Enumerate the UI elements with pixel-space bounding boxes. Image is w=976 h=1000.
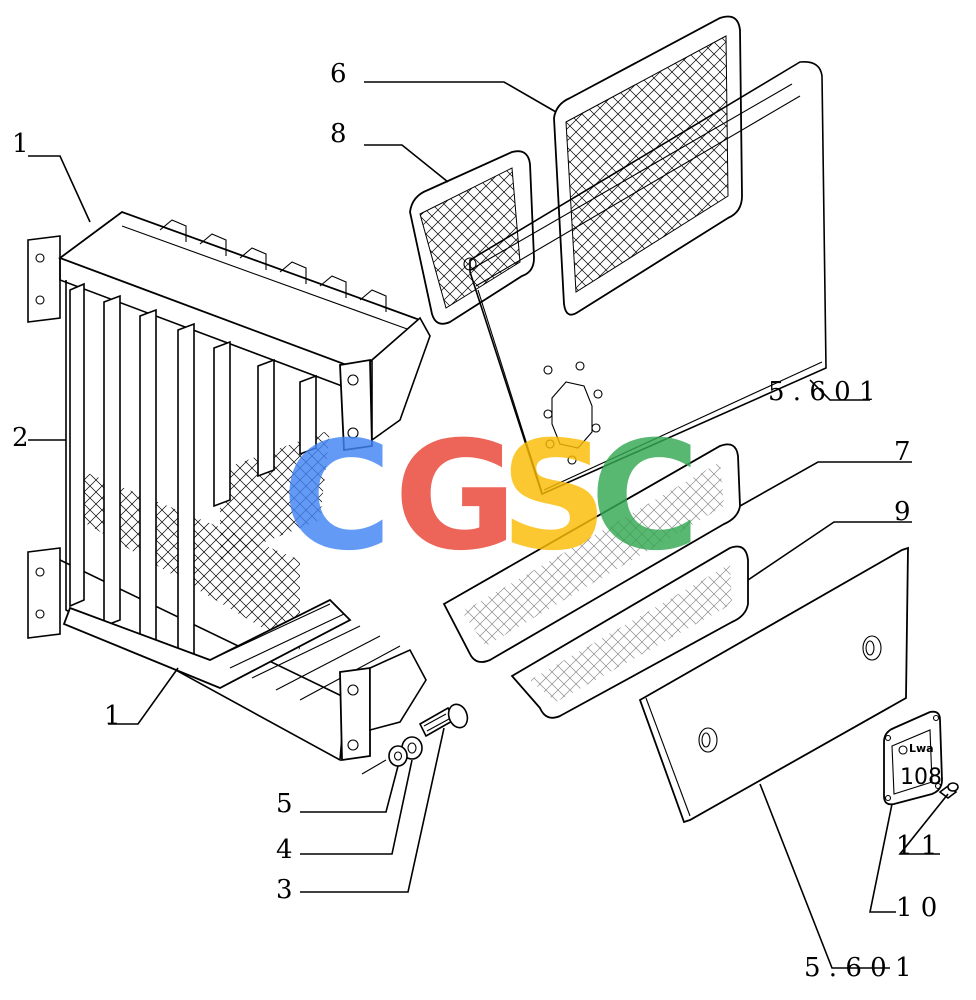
upper-left-bracket bbox=[27, 235, 61, 323]
watermark-letter-c2: C bbox=[590, 410, 700, 584]
cgsc-watermark: C G S C bbox=[282, 410, 700, 584]
label-4: 4 bbox=[276, 835, 293, 865]
label-2: 2 bbox=[12, 423, 29, 453]
label-5: 5 bbox=[276, 789, 293, 819]
leader-lines bbox=[28, 81, 949, 969]
label-6: 6 bbox=[330, 59, 347, 89]
rivet-11 bbox=[938, 782, 959, 799]
noise-unit-text: Lwa bbox=[909, 742, 934, 755]
shroud-panel bbox=[469, 60, 827, 496]
screen-panel-6 bbox=[553, 15, 743, 316]
bolt-assembly bbox=[361, 703, 469, 775]
label-3: 3 bbox=[276, 875, 293, 905]
label-1-top: 1 bbox=[12, 129, 29, 159]
noise-level-plate: Lwa 108 bbox=[883, 710, 943, 806]
label-7: 7 bbox=[894, 437, 911, 467]
lower-left-bracket bbox=[27, 547, 61, 639]
label-ref-lower: 5 . 6 0 1 bbox=[804, 953, 912, 983]
seal-plate bbox=[638, 546, 909, 824]
watermark-letter-s: S bbox=[500, 410, 608, 584]
screen-panel-8 bbox=[409, 150, 535, 325]
callout-labels: 1 2 1 6 8 5 . 6 0 1 7 9 5 4 3 1 1 1 0 5 … bbox=[12, 59, 937, 983]
label-ref-upper: 5 . 6 0 1 bbox=[768, 377, 876, 407]
watermark-letter-c1: C bbox=[282, 410, 392, 584]
label-1-bottom: 1 bbox=[104, 701, 121, 731]
label-8: 8 bbox=[330, 119, 347, 149]
watermark-letter-g: G bbox=[394, 410, 517, 584]
flat-washer bbox=[388, 745, 408, 767]
noise-value-text: 108 bbox=[900, 765, 942, 790]
label-11: 1 1 bbox=[896, 831, 937, 861]
radiator-frame-assembly bbox=[27, 210, 431, 762]
angled-screen-9 bbox=[510, 545, 749, 719]
label-9: 9 bbox=[894, 497, 911, 527]
angled-screen-7 bbox=[442, 443, 741, 663]
label-10: 1 0 bbox=[896, 893, 937, 923]
